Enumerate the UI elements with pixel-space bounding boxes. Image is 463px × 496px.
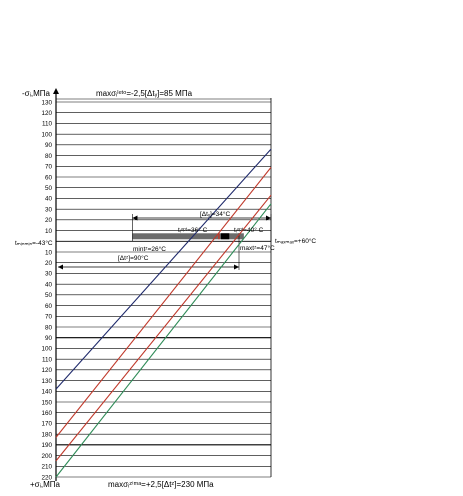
- title-bottom: maxσᵢᶻⁱᵐᵃ=+2,5[Δtᶻ]=230 МПа: [108, 480, 214, 489]
- dt-summer-arrow-head-right: [266, 215, 271, 221]
- tz-min-label: tᵢᵒᵖᵗ=36° C: [178, 226, 208, 234]
- dt-winter-arrow-head-right: [234, 264, 239, 270]
- series-line-1: [55, 148, 272, 390]
- annotations: -σᵢ,МПа +σᵢ,МПа maxσᵢˡᵉᵗᵒ=-2,5[Δtᵧ]=85 М…: [15, 89, 316, 489]
- tick-label: 60: [45, 174, 53, 181]
- right-temp-label: tₘₐₓₘₐₓ=+60°C: [275, 237, 316, 245]
- y-axis-arrow: [53, 88, 59, 94]
- optimal-range-bar: [220, 233, 230, 240]
- tick-label: 170: [41, 421, 52, 428]
- tick-labels: 130 120 110 100 90 80 70 60 50 40 30 20 10 10 20 30 40 50…: [41, 99, 52, 481]
- bottom-axis-label: +σᵢ,МПа: [30, 480, 61, 489]
- tick-label: 100: [41, 346, 52, 353]
- tick-label: 80: [45, 153, 53, 160]
- min-tz-label: mintᶻ=26°C: [133, 245, 166, 253]
- tick-label: 180: [41, 431, 52, 438]
- dt-summer-arrow-head-left: [132, 215, 138, 221]
- tick-label: 40: [45, 196, 53, 203]
- tick-label: 120: [41, 110, 52, 117]
- tick-label: 60: [45, 303, 53, 310]
- tick-label: 70: [45, 314, 53, 321]
- tick-label: 200: [41, 453, 52, 460]
- tick-label: 130: [41, 99, 52, 106]
- dt-summer-label: [Δtᵧ]=34°C: [200, 210, 230, 218]
- tick-label: 80: [45, 324, 53, 331]
- operating-range-bar: [132, 233, 244, 240]
- series-line-3: [55, 194, 272, 462]
- top-axis-label: -σᵢ,МПа: [22, 89, 50, 98]
- tick-label: 110: [42, 356, 53, 363]
- tick-label: 20: [45, 217, 53, 224]
- tick-label: 30: [45, 271, 53, 278]
- tick-label: 210: [41, 464, 52, 471]
- tick-label: 120: [41, 367, 52, 374]
- tz-max-label: tᵢᵒᵖᵗ=40° C: [234, 226, 264, 234]
- tick-label: 160: [41, 410, 52, 417]
- tick-label: 10: [45, 228, 53, 235]
- series-line-2: [55, 167, 272, 438]
- tick-label: 50: [45, 292, 53, 299]
- title-top: maxσᵢˡᵉᵗᵒ=-2,5[Δtᵧ]=85 МПа: [96, 89, 193, 98]
- grid: [53, 88, 272, 481]
- left-temp-label: tₘᵢₙₘᵢₙ=-43°C: [15, 239, 53, 247]
- tick-label: 220: [41, 474, 52, 481]
- tick-label: 90: [45, 142, 53, 149]
- dt-winter-label: [Δtᶻ]=90°C: [118, 254, 149, 262]
- tick-label: 20: [45, 260, 53, 267]
- dt-winter-arrow-head-left: [58, 264, 63, 270]
- max-tz-label: maxtᶻ=47°C: [240, 244, 275, 252]
- temperature-zone: [58, 214, 272, 270]
- tick-label: 40: [45, 281, 53, 288]
- tick-label: 100: [41, 131, 52, 138]
- tick-label: 50: [45, 185, 53, 192]
- tick-label: 90: [45, 335, 53, 342]
- tick-label: 140: [41, 389, 52, 396]
- tick-label: 30: [45, 206, 53, 213]
- tick-label: 130: [41, 378, 52, 385]
- tick-label: 70: [45, 164, 53, 171]
- tick-label: 110: [42, 121, 53, 128]
- tick-label: 150: [41, 399, 52, 406]
- series-line-4: [55, 203, 272, 478]
- series-lines: [55, 148, 272, 478]
- tick-label: 10: [45, 249, 53, 256]
- tick-label: 190: [41, 442, 52, 449]
